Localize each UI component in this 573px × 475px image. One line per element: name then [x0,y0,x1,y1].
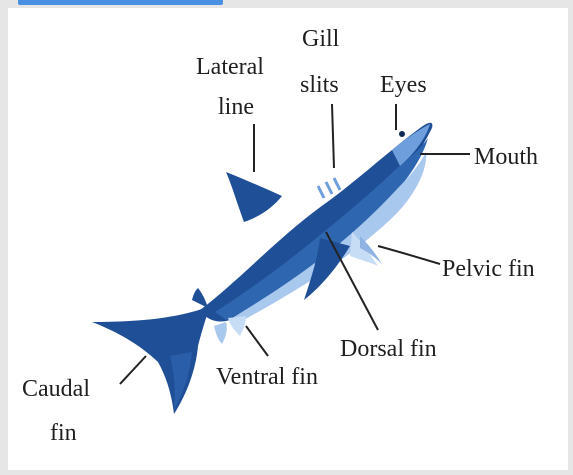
label-gill-line1: Gill [302,26,340,52]
label-lateral-line2: line [218,94,254,120]
labels: Gill slits Lateral line Eyes Mouth Pelvi… [22,26,538,446]
caudal-fin-shape [92,306,210,414]
pelvic-fin-leader [378,246,440,264]
second-dorsal-fin-shape [192,288,208,308]
ventral-fin-shape-2 [214,322,227,344]
label-pelvic-fin: Pelvic fin [442,256,535,282]
ventral-fin-shape [228,316,246,336]
caudal-fin-leader [120,356,146,384]
label-eyes: Eyes [380,72,427,98]
label-gill-line2: slits [300,72,339,98]
label-caudal-line2: fin [50,420,77,446]
eye-mark [399,131,405,137]
label-mouth: Mouth [474,144,538,170]
label-dorsal-fin: Dorsal fin [340,336,437,362]
gill-slits-leader [332,104,334,168]
ventral-fin-leader [246,326,268,356]
first-dorsal-fin-shape [226,172,282,222]
label-caudal-line1: Caudal [22,376,90,402]
label-ventral-fin: Ventral fin [216,364,318,390]
label-lateral-line1: Lateral [196,54,264,80]
